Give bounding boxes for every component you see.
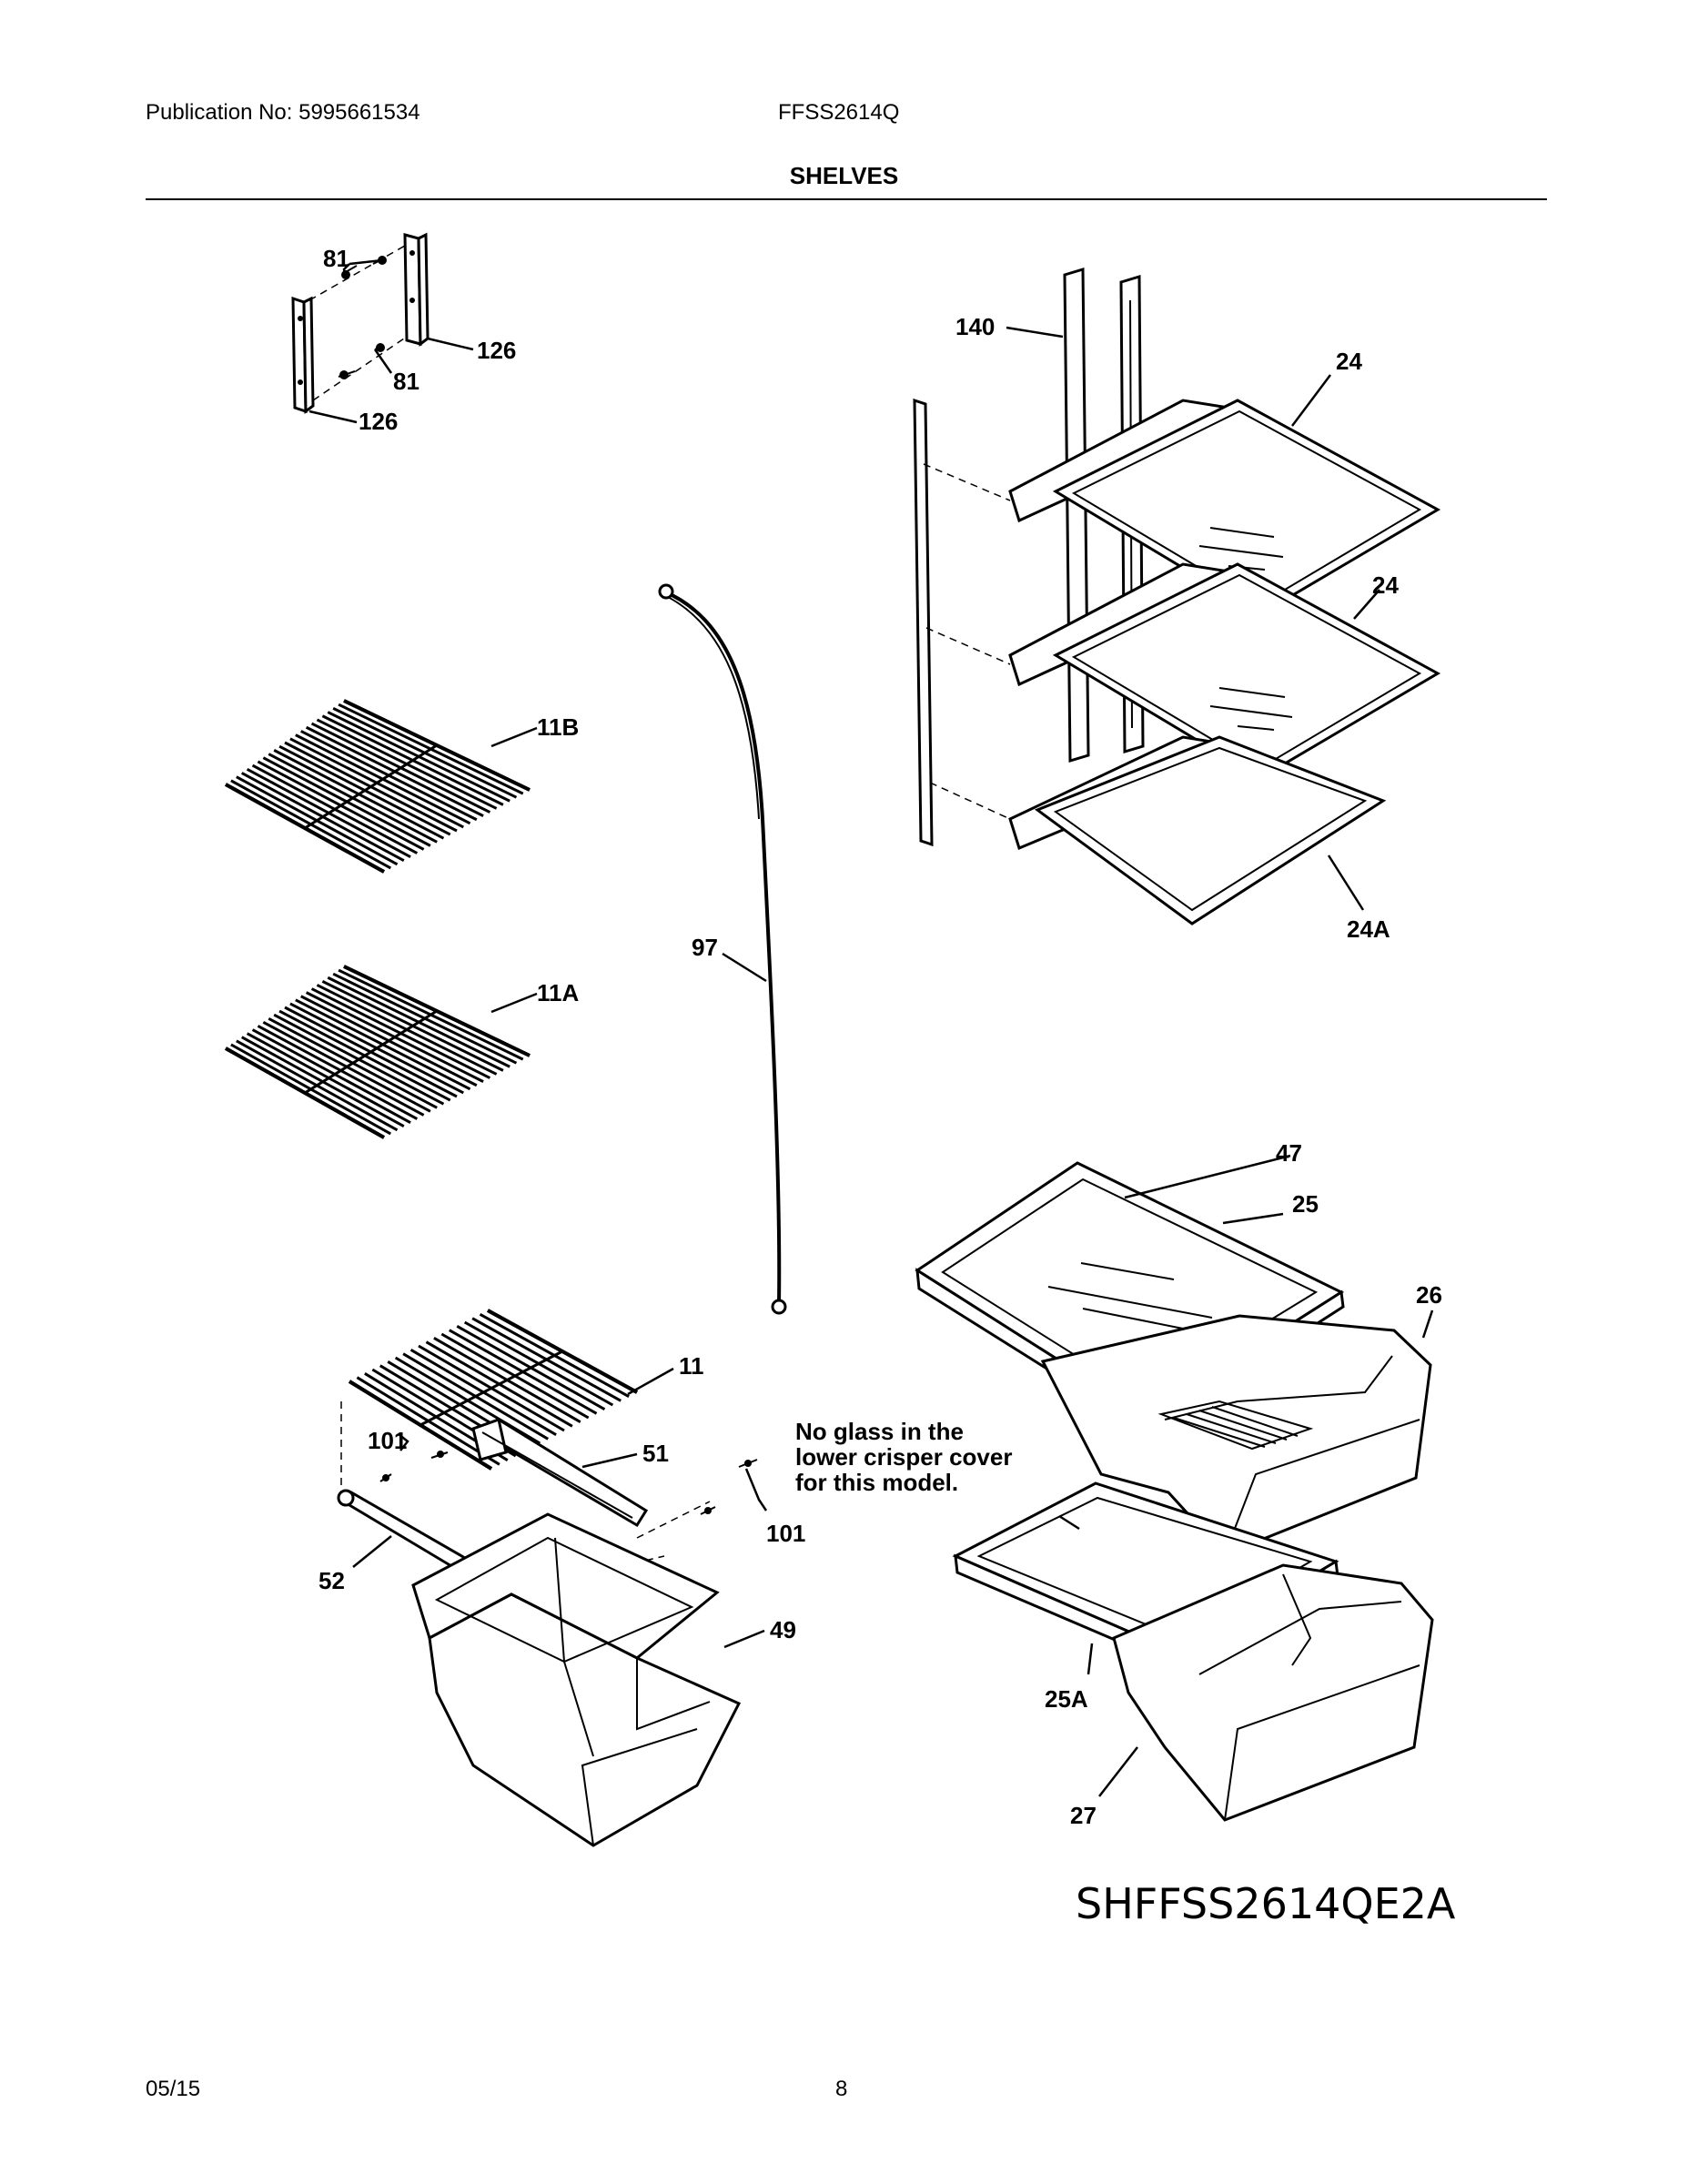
drawer-49 <box>411 1512 742 1847</box>
shelf-bracket-126-right <box>403 232 430 347</box>
callout-47: 47 <box>1276 1139 1302 1167</box>
callout-81: 81 <box>323 245 349 272</box>
crisper-drawer-26 <box>1040 1314 1432 1556</box>
diagram-code: SHFFSS2614QE2A <box>1076 1879 1456 1928</box>
callout-24: 24 <box>1336 348 1362 375</box>
wire-shelf-11B <box>225 699 531 874</box>
callout-24a: 24A <box>1347 915 1390 943</box>
callout-11a: 11A <box>537 979 579 1006</box>
header-rule <box>146 198 1547 200</box>
trim-97 <box>658 583 787 1315</box>
page-title: SHELVES <box>789 162 899 189</box>
callout-27: 27 <box>1070 1802 1097 1829</box>
footer-date: 05/15 <box>146 2077 201 2101</box>
shelf-bracket-126-left <box>291 296 315 414</box>
note-line-2: lower crisper cover <box>795 1443 1012 1471</box>
callout-126: 126 <box>477 337 516 364</box>
callout-26: 26 <box>1416 1281 1442 1309</box>
callout-11: 11 <box>679 1352 704 1380</box>
callout-49: 49 <box>770 1616 796 1643</box>
screw-101-right <box>700 1459 758 1515</box>
glass-shelf-24-middle <box>1008 562 1441 780</box>
callout-97: 97 <box>692 934 718 961</box>
callout-51: 51 <box>642 1440 669 1467</box>
screw-101-left <box>379 1451 449 1482</box>
callout-101: 101 <box>766 1520 805 1547</box>
model-number: FFSS2614Q <box>778 100 900 125</box>
callout-25: 25 <box>1292 1190 1319 1218</box>
slide-rail-51 <box>470 1418 649 1528</box>
callout-101: 101 <box>368 1427 407 1454</box>
callout-52: 52 <box>318 1567 345 1594</box>
crisper-drawer-27 <box>1112 1563 1434 1822</box>
shelf-rail-side <box>913 398 934 847</box>
glass-shelf-24A-lower <box>1008 735 1387 925</box>
callout-11b: 11B <box>537 713 579 741</box>
note-line-1: No glass in the <box>795 1418 964 1445</box>
note-line-3: for this model. <box>795 1469 958 1496</box>
page-number: 8 <box>835 2077 848 2101</box>
wire-shelf-11A <box>225 965 531 1139</box>
callout-24: 24 <box>1372 571 1399 599</box>
callout-25a: 25A <box>1045 1685 1088 1713</box>
crisper-glass-47 <box>1047 1262 1213 1330</box>
publication-number: Publication No: 5995661534 <box>146 100 420 125</box>
callout-81: 81 <box>393 368 419 395</box>
callout-126: 126 <box>359 408 398 435</box>
callout-140: 140 <box>955 313 995 340</box>
screw-81-bottom <box>338 343 385 379</box>
